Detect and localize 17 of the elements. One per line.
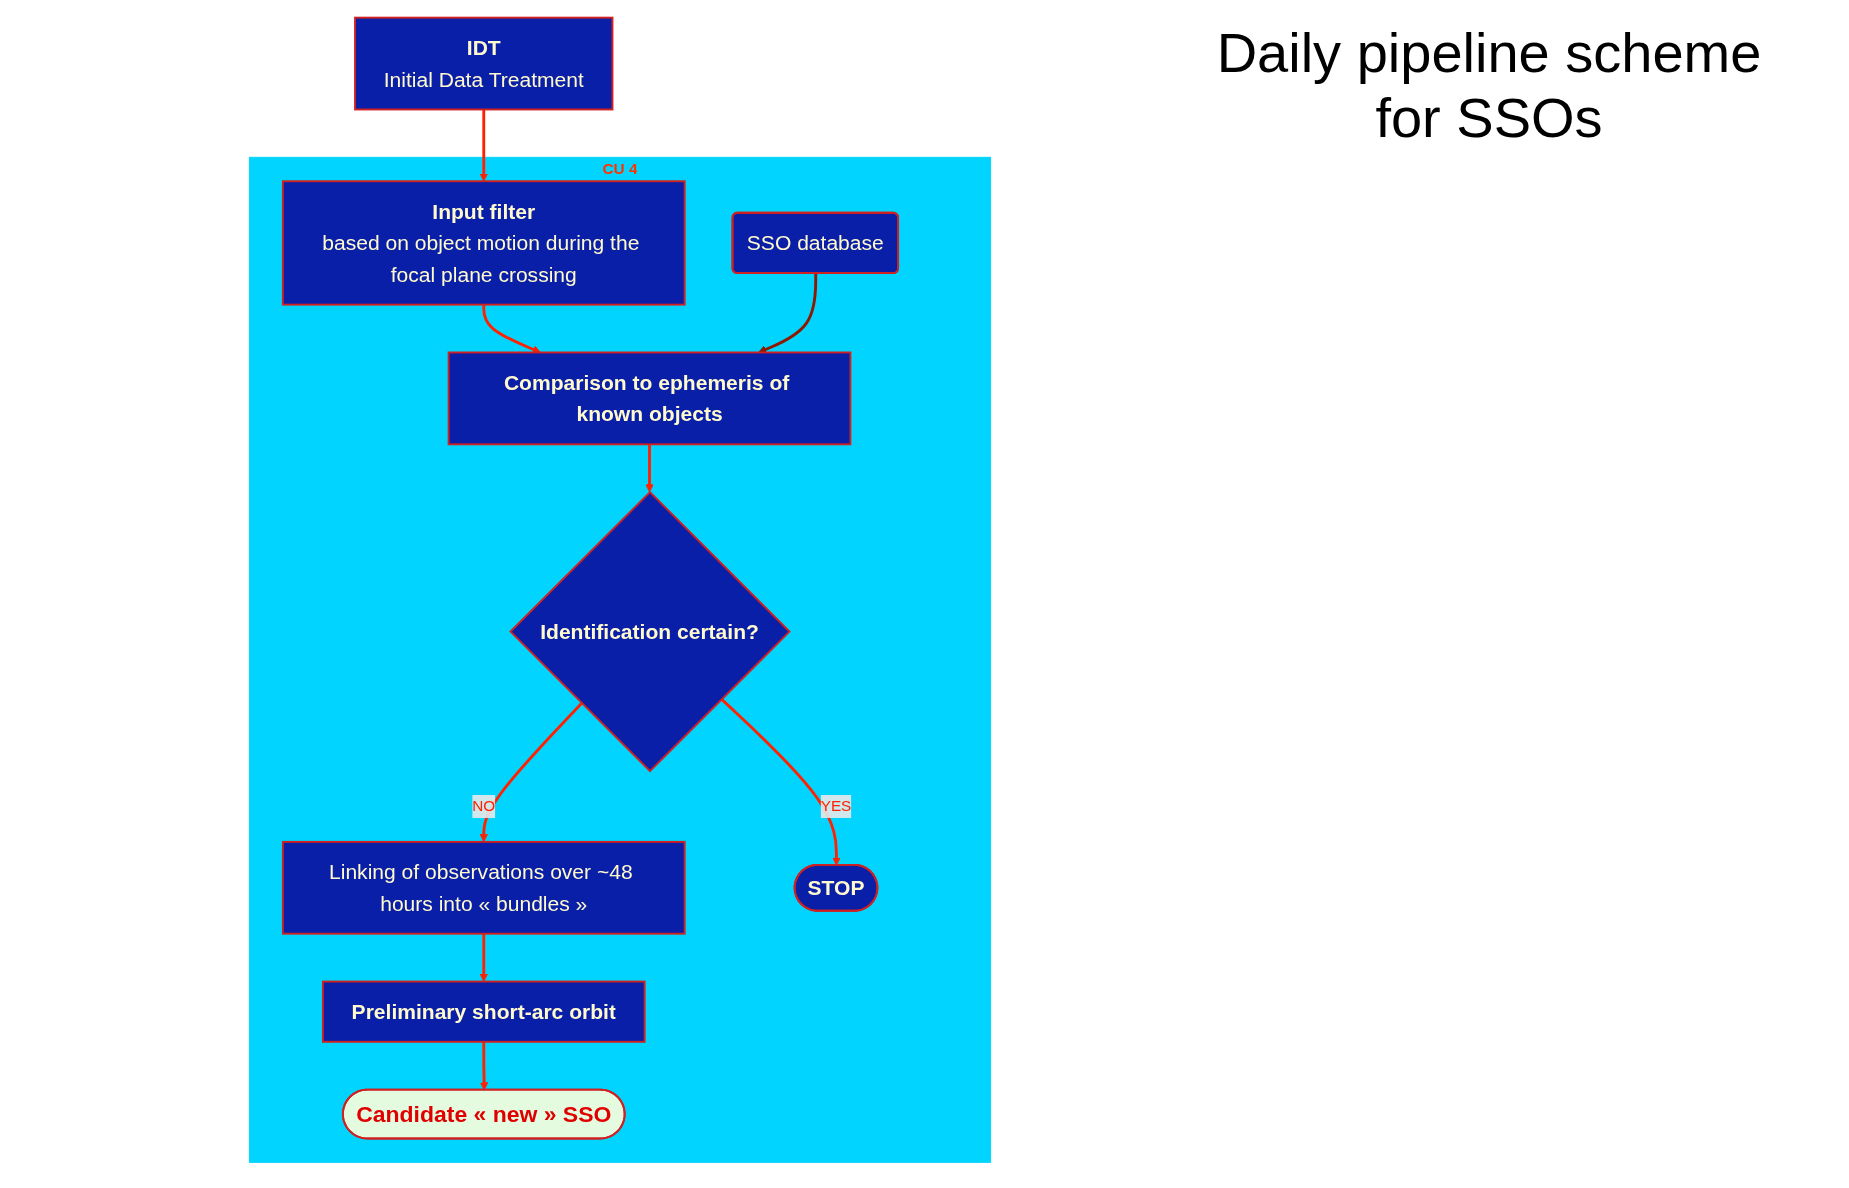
arrow (645, 444, 654, 493)
arrow (479, 1041, 489, 1091)
node-box: Input filter based on object motion during the focal plane crossing (281, 180, 686, 306)
arrow (720, 698, 841, 866)
arrow (479, 109, 488, 182)
arrow (482, 304, 541, 354)
node-box: Comparison to ephemeris of known objects (447, 351, 852, 446)
node-diamond: Identification certain? (509, 490, 791, 773)
arrow (479, 933, 488, 982)
edge-label: NO (472, 797, 496, 815)
node-box: Linking of observations over ~48 hours into « bundles » (281, 840, 686, 935)
arrow (479, 702, 583, 843)
title: Daily pipeline scheme for SSOs (1215, 20, 1763, 150)
node-box: IDT Initial Data Treatment (354, 16, 614, 111)
node-box: Preliminary short-arc orbit (321, 980, 646, 1043)
edge-label: YES (820, 797, 852, 815)
arrow (758, 273, 818, 354)
